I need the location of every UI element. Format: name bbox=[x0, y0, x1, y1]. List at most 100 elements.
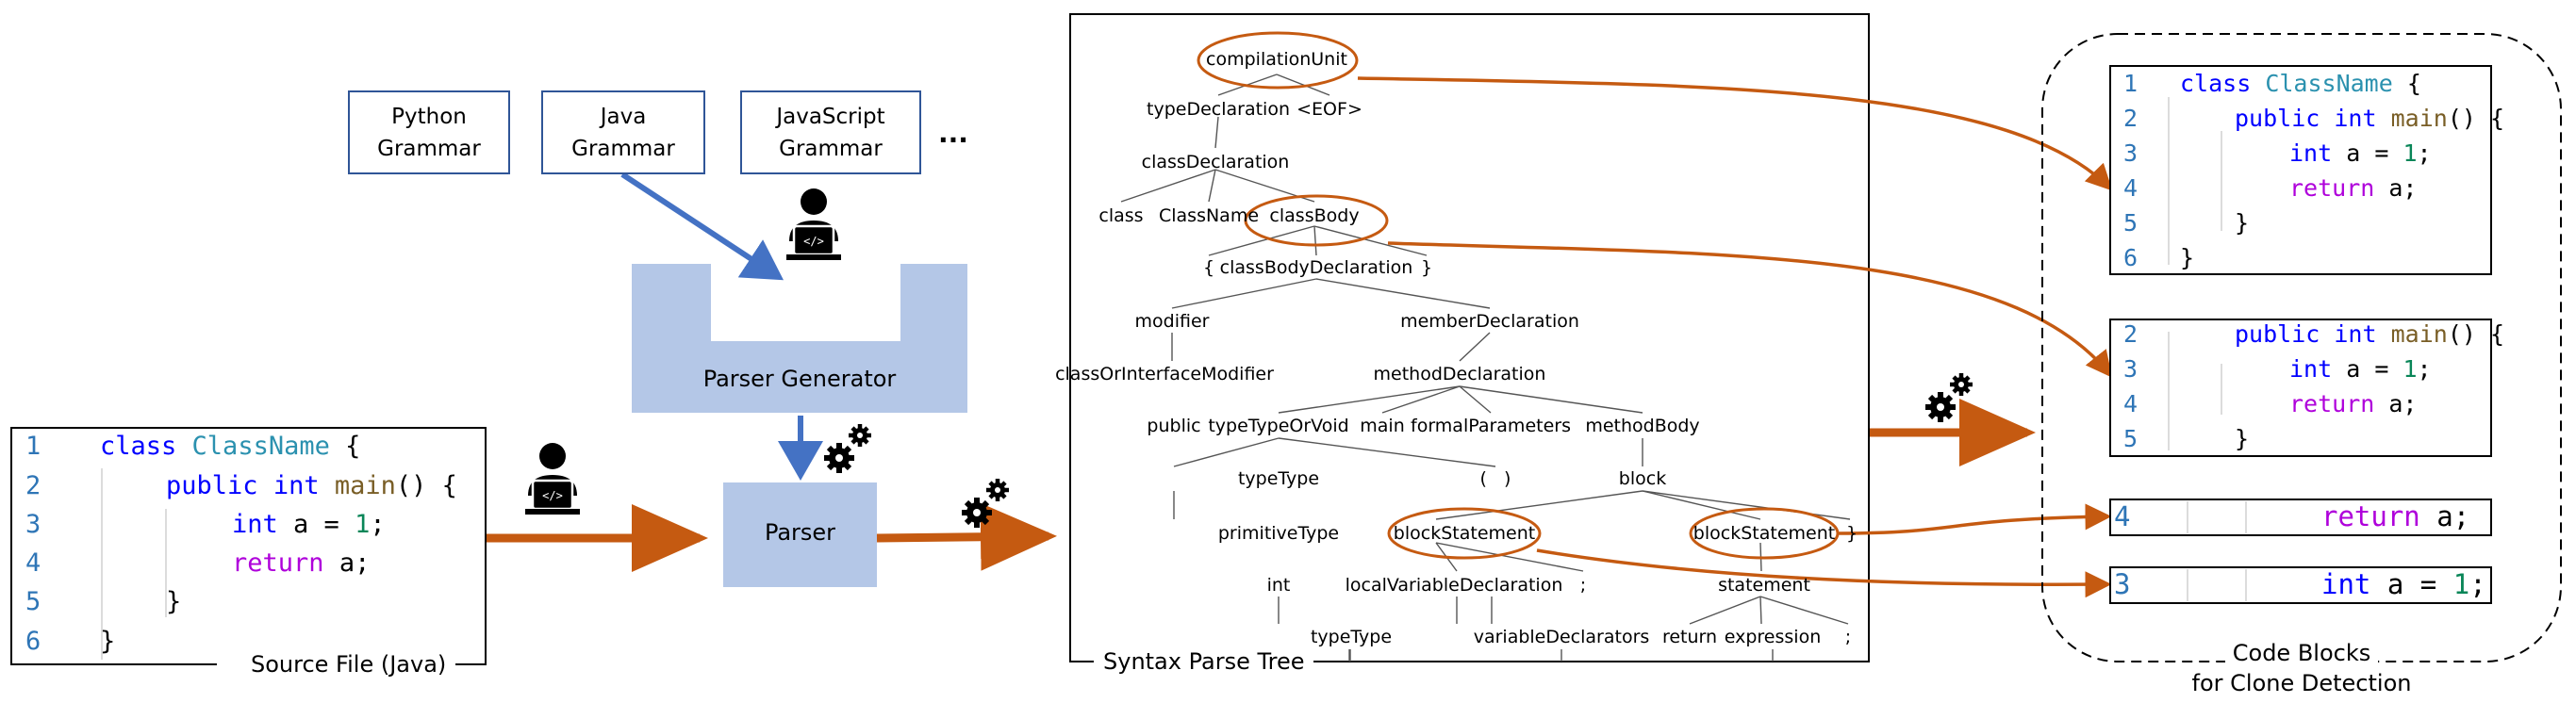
code-line: } bbox=[2235, 209, 2250, 237]
ellipse-compilation-unit bbox=[1197, 31, 1359, 90]
tree-node: classDeclaration bbox=[1141, 152, 1290, 172]
gears-icon bbox=[824, 424, 871, 473]
line-number: 3 bbox=[2114, 568, 2131, 600]
block1-frame bbox=[2109, 65, 2492, 275]
tree-node: typeDeclaration bbox=[1147, 99, 1290, 120]
tree-node: typeType bbox=[1310, 627, 1393, 647]
tree-node: classBody bbox=[1269, 205, 1360, 226]
code-line: int a = 1; bbox=[2289, 355, 2432, 383]
tree-node: ClassName bbox=[1158, 205, 1260, 226]
tree-node: formalParameters bbox=[1411, 416, 1571, 436]
line-number: 4 bbox=[2123, 174, 2138, 202]
ellipse-class-body bbox=[1244, 194, 1389, 247]
gears-icon bbox=[962, 479, 1009, 528]
grammar-line: JavaScript bbox=[776, 104, 885, 129]
developer-icon: </> bbox=[525, 443, 580, 515]
source-frame bbox=[10, 427, 487, 665]
code-line: return a; bbox=[2289, 174, 2418, 202]
tree-node: main bbox=[1360, 416, 1405, 436]
block2-frame bbox=[2109, 319, 2492, 457]
javascript-grammar-box: JavaScript Grammar bbox=[740, 90, 921, 174]
tree-node: blockStatement bbox=[1393, 523, 1536, 544]
parser-generator-shape bbox=[632, 264, 967, 413]
block4-frame bbox=[2109, 566, 2492, 604]
tree-node: statement bbox=[1718, 575, 1810, 596]
tree-node: classOrInterfaceModifier bbox=[1055, 364, 1274, 384]
grammar-line: Grammar bbox=[571, 136, 675, 161]
code-line: int a = 1; bbox=[2289, 139, 2432, 167]
parser-label: Parser bbox=[764, 519, 836, 546]
parser-to-tree-arrow bbox=[876, 502, 1057, 571]
python-grammar-box: Python Grammar bbox=[348, 90, 510, 174]
gears-icon bbox=[1925, 373, 1973, 422]
code-line: } bbox=[2235, 425, 2250, 452]
tree-node: <EOF> bbox=[1296, 99, 1362, 120]
link-class-body bbox=[1387, 241, 2113, 378]
grammar-line: Grammar bbox=[377, 136, 481, 161]
tree-node: classBodyDeclaration bbox=[1219, 257, 1413, 278]
line-number: 4 bbox=[25, 548, 41, 578]
code-line: } bbox=[2180, 244, 2195, 271]
tree-node: variableDeclarators bbox=[1473, 627, 1650, 647]
line-number: 1 bbox=[2123, 70, 2138, 97]
line-number: 3 bbox=[2123, 355, 2138, 383]
code-line: return a; bbox=[2289, 390, 2418, 417]
tree-node: int bbox=[1266, 575, 1291, 596]
tree-caption: Syntax Parse Tree bbox=[1094, 648, 1314, 675]
tree-node: typeType bbox=[1237, 468, 1320, 489]
line-number: 3 bbox=[25, 510, 41, 539]
tree-node: ; bbox=[1844, 627, 1852, 647]
tree-node: compilationUnit bbox=[1206, 49, 1347, 70]
code-line: } bbox=[166, 587, 182, 616]
blocks-caption-line-2: for Clone Detection bbox=[2191, 670, 2412, 696]
code-line: } bbox=[100, 627, 116, 656]
ellipse-block-statement-2 bbox=[1689, 507, 1840, 560]
line-number: 6 bbox=[25, 627, 41, 656]
grammar-line: Grammar bbox=[779, 136, 883, 161]
more-grammars-ellipsis: ... bbox=[938, 118, 968, 149]
svg-text:</>: </> bbox=[803, 235, 824, 248]
tree-node: methodBody bbox=[1585, 416, 1700, 436]
tree-node: { bbox=[1202, 257, 1215, 278]
blocks-caption: Code Blocks for Clone Detection bbox=[2042, 638, 2561, 698]
line-number: 2 bbox=[25, 471, 41, 500]
line-number: 4 bbox=[2114, 500, 2131, 532]
line-number: 4 bbox=[2123, 390, 2138, 417]
tree-edges bbox=[1120, 74, 1851, 662]
java-to-generator-arrow bbox=[620, 172, 784, 281]
line-number: 3 bbox=[2123, 139, 2138, 167]
source-caption: Source File (Java) bbox=[241, 651, 456, 678]
tree-node: blockStatement bbox=[1693, 523, 1836, 544]
link-compilation-unit bbox=[1357, 76, 2113, 191]
developer-icon: </> bbox=[786, 188, 841, 260]
tree-node: } bbox=[1420, 257, 1433, 278]
link-block-statement-1 bbox=[1536, 548, 2112, 598]
code-line: return a; bbox=[232, 548, 371, 578]
code-line: int a = 1; bbox=[2321, 568, 2486, 600]
parser-generator-label: Parser Generator bbox=[702, 366, 897, 392]
tree-node: public bbox=[1147, 416, 1201, 436]
tree-node: return bbox=[1661, 627, 1718, 647]
tree-frame bbox=[1069, 13, 1870, 662]
line-number: 5 bbox=[2123, 209, 2138, 237]
line-number: 1 bbox=[25, 432, 41, 461]
grammar-line: Java bbox=[600, 104, 647, 129]
tree-node: modifier bbox=[1134, 311, 1210, 332]
tree-node: memberDeclaration bbox=[1400, 311, 1579, 332]
tree-node: ( ) bbox=[1479, 468, 1511, 489]
code-line: class ClassName { bbox=[100, 432, 361, 461]
tree-node: localVariableDeclaration bbox=[1345, 575, 1563, 596]
link-block-statement-2 bbox=[1838, 503, 2112, 535]
blocks-caption-line-1: Code Blocks bbox=[2224, 638, 2379, 668]
svg-text:</>: </> bbox=[542, 489, 563, 502]
code-line: class ClassName { bbox=[2180, 70, 2421, 97]
parser-shape bbox=[723, 482, 877, 587]
tree-node: typeTypeOrVoid bbox=[1208, 416, 1349, 436]
java-grammar-box: Java Grammar bbox=[541, 90, 705, 174]
block3-frame bbox=[2109, 499, 2492, 536]
tree-node: } bbox=[1845, 523, 1858, 544]
tree-node: ; bbox=[1579, 575, 1587, 596]
line-number: 2 bbox=[2123, 105, 2138, 132]
